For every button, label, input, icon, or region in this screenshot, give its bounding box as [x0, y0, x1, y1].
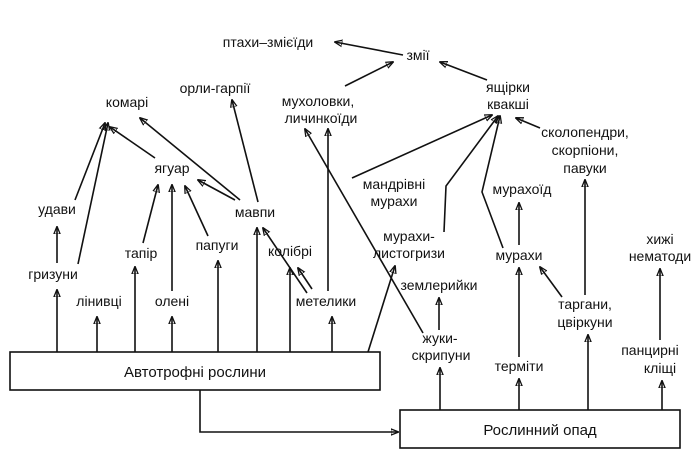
node-centipedes-line1: сколопендри,	[541, 124, 629, 140]
node-army-ants-line2: мурахи	[370, 193, 417, 209]
node-flycatchers: мухоловки, личинкоїди	[282, 93, 358, 126]
node-cockroaches-line2: цвіркуни	[557, 314, 612, 330]
node-eagles-harpies: орли-гарпії	[180, 80, 251, 96]
arrow-hummingbirds-to-butterflies	[298, 268, 313, 290]
node-cockroaches: таргани, цвіркуни	[557, 296, 612, 330]
arrow-rodents-to-mosquitoes	[77, 123, 108, 265]
node-earthworms: землерийки	[401, 277, 478, 293]
arrow-plants-to-litter	[199, 390, 398, 432]
node-oribatid-mites-line1: панцирні	[621, 342, 679, 358]
arrow-bark-beetles-to-flycatchers	[305, 129, 424, 334]
node-parrots: папуги	[196, 237, 239, 253]
node-boas: удави	[38, 201, 76, 217]
plant-litter-label: Рослинний опад	[483, 422, 597, 439]
node-rodents: гризуни	[28, 266, 78, 282]
node-lizards-line1: ящірки	[486, 79, 530, 95]
node-flycatchers-line1: мухоловки,	[282, 93, 355, 109]
node-tapir: тапір	[125, 245, 158, 261]
node-monkeys: мавпи	[235, 204, 275, 220]
node-termites: терміти	[495, 358, 544, 374]
autotrophic-plants-label: Автотрофні рослини	[124, 364, 266, 381]
node-mosquitoes: комарі	[106, 94, 148, 110]
node-sloths: лінивці	[76, 293, 121, 309]
node-centipedes-line3: павуки	[563, 160, 606, 176]
node-army-ants: мандрівні мурахи	[363, 176, 426, 209]
arrow-ants-to-lizards	[481, 116, 504, 249]
node-bark-beetles-line1: жуки-	[422, 330, 457, 346]
arrow-butterflies-to-monkeys	[263, 228, 308, 294]
node-leaf-ants-line1: мурахи-	[383, 228, 435, 244]
arrow-leaf-ants-to-lizards	[443, 116, 498, 233]
arrow-monkeys-to-jaguar	[198, 180, 236, 201]
node-predatory-nematodes-line2: нематоди	[629, 248, 691, 264]
node-anteater: мурахоїд	[493, 181, 552, 197]
node-leaf-ants-line2: листогризи	[373, 245, 445, 261]
arrow-cockroaches-to-ants	[540, 267, 563, 298]
node-hummingbirds: колібрі	[268, 243, 312, 259]
node-flycatchers-line2: личинкоїди	[285, 110, 358, 126]
arrow-boas-to-mosquitoes	[74, 123, 105, 201]
node-lizards: ящірки квакші	[486, 79, 530, 112]
arrow-army-ants-to-lizards	[351, 115, 492, 179]
node-ants: мурахи	[495, 247, 542, 263]
node-butterflies: метелики	[296, 293, 356, 309]
node-leaf-ants: мурахи- листогризи	[373, 228, 445, 261]
node-centipedes: сколопендри, скорпіони, павуки	[541, 124, 629, 176]
node-oribatid-mites-line2: кліщі	[644, 360, 676, 376]
node-snake-eagles: птахи–змієїди	[223, 34, 313, 50]
node-predatory-nematodes: хижі нематоди	[629, 231, 691, 264]
node-predatory-nematodes-line1: хижі	[646, 231, 673, 247]
arrow-tapir-to-jaguar	[142, 185, 158, 244]
node-jaguar: ягуар	[154, 160, 189, 176]
arrow-jaguar-to-mosquitoes	[110, 127, 156, 159]
node-centipedes-line2: скорпіони,	[552, 142, 619, 158]
node-snakes: змії	[406, 47, 429, 63]
arrow-monkeys-to-eagles-harpies	[232, 100, 259, 203]
node-army-ants-line1: мандрівні	[363, 176, 426, 192]
plant-litter-box: Рослинний опад	[399, 409, 681, 449]
node-cockroaches-line1: таргани,	[558, 296, 612, 312]
node-deer: олені	[155, 293, 189, 309]
arrow-snakes-to-snake-eagles	[335, 42, 404, 56]
arrow-plants-to-leaf-ants	[367, 266, 395, 353]
node-bark-beetles: жуки- скрипуни	[412, 330, 471, 363]
node-bark-beetles-line2: скрипуни	[412, 347, 471, 363]
arrow-monkeys-to-mosquitoes	[140, 118, 241, 201]
arrow-centipedes-to-lizards	[516, 118, 541, 129]
node-oribatid-mites: панцирні кліщі	[621, 342, 679, 376]
node-lizards-line2: квакші	[487, 96, 529, 112]
arrow-lizards-to-snakes	[440, 62, 488, 81]
autotrophic-plants-box: Автотрофні рослини	[9, 351, 381, 391]
arrow-flycatchers-to-snakes	[344, 62, 393, 87]
arrow-parrots-to-jaguar	[185, 186, 209, 237]
